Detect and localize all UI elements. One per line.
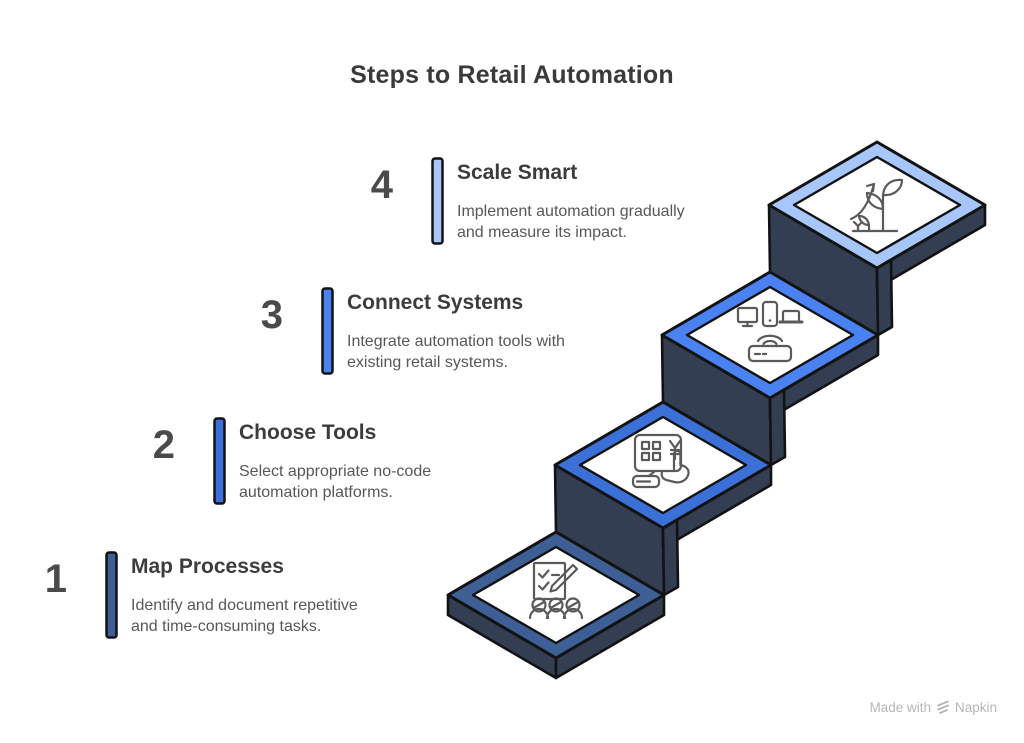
platform-selection-icon (631, 433, 690, 489)
tile-face (792, 155, 962, 255)
riser-end-face (661, 518, 680, 597)
step-description: Identify and document repetitive and tim… (131, 597, 358, 635)
step-title: Scale Smart (457, 161, 578, 184)
stair-step-2 (553, 400, 773, 597)
stair-step-3 (660, 270, 880, 467)
connected-devices-icon (736, 300, 804, 363)
step-description: Implement automation gradually and measu… (457, 203, 685, 241)
watermark: Made with Napkin (869, 700, 997, 715)
step-color-bar (321, 287, 334, 375)
stair-step-4 (767, 140, 987, 337)
step-number: 4 (370, 163, 393, 207)
napkin-logo-icon (937, 700, 949, 714)
step-number: 2 (152, 423, 175, 467)
stair-step-1 (446, 530, 666, 680)
watermark-prefix: Made with (869, 700, 931, 715)
page-title: Steps to Retail Automation (350, 61, 674, 89)
step-color-bar (105, 551, 118, 639)
team-checklist-icon (528, 561, 584, 620)
growth-plant-icon (849, 178, 904, 233)
step-title: Map Processes (131, 555, 284, 578)
watermark-brand: Napkin (954, 700, 997, 715)
riser-end-face (768, 388, 787, 467)
tile-face (578, 415, 748, 515)
step-description: Integrate automation tools with existing… (347, 333, 565, 371)
step-number: 3 (260, 293, 283, 337)
tile-face (471, 545, 641, 645)
step-color-bar (431, 157, 444, 245)
riser-end-face (875, 258, 894, 337)
step-title: Choose Tools (239, 421, 377, 444)
step-color-bar (213, 417, 226, 505)
step-description: Select appropriate no-code automation pl… (239, 463, 432, 501)
step-number: 1 (44, 557, 67, 601)
step-title: Connect Systems (347, 291, 524, 314)
